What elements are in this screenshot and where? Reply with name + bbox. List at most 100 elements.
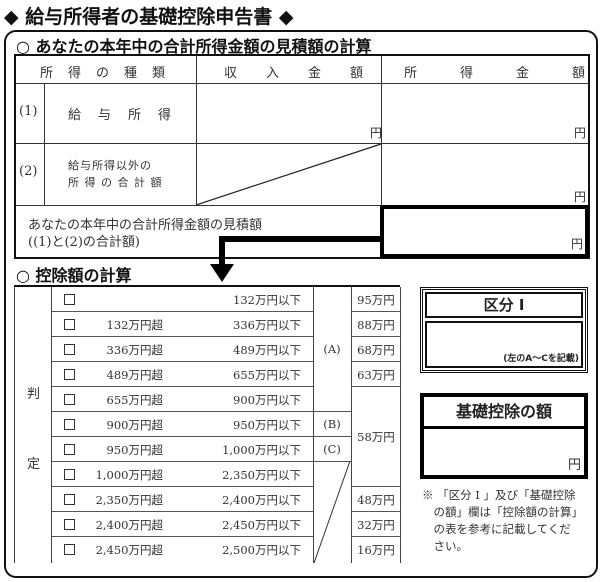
checkbox[interactable]: [64, 344, 75, 355]
category-a: (A): [323, 342, 341, 356]
category-b: (B): [323, 417, 341, 431]
range-row: 655万円超 900万円以下: [52, 387, 313, 412]
footnote: ※ 「区分 I 」及び「基礎控除 の額」欄は「控除額の計算」 の表を参考に記載し…: [422, 487, 592, 555]
judge-label-2: 定: [27, 457, 41, 472]
basic-deduction-heading: 基礎控除の額: [424, 397, 584, 429]
range-to: 1,000万円以下: [222, 443, 301, 457]
range-row: 1,000万円超 2,350万円以下: [52, 462, 313, 487]
header-income-amount: 収 入 金 額: [224, 66, 365, 81]
range-from: 1,000万円超: [95, 468, 163, 482]
deduction-table: 判 定 132万円以下 132万円超 336万円以下 336万円超 489万円以…: [14, 285, 401, 563]
divider: [313, 411, 351, 412]
category-box: 区分 I (左のA～Cを記載): [420, 287, 588, 373]
range-to: 489万円以下: [233, 343, 301, 357]
amount-16: 16万円: [357, 543, 395, 557]
total-label-line1: あなたの本年中の合計所得金額の見積額: [28, 218, 263, 233]
divider: [313, 461, 351, 462]
range-row: 489万円超 655万円以下: [52, 362, 313, 387]
divider: [381, 56, 382, 205]
divider: [16, 83, 588, 84]
header-income-type: 所 得 の 種 類: [40, 66, 167, 81]
divider: [400, 287, 401, 563]
row-1-earnings-unit: 円: [574, 126, 587, 140]
checkbox[interactable]: [64, 519, 75, 530]
basic-deduction-box: 基礎控除の額 円: [420, 393, 588, 479]
range-row: 336万円超 489万円以下: [52, 337, 313, 362]
amount-63: 63万円: [357, 368, 395, 382]
header-earnings-amount: 所 得 金 額: [404, 66, 587, 81]
checkbox[interactable]: [64, 544, 75, 555]
form-outer-frame: [4, 30, 598, 578]
range-from: 2,400万円超: [95, 518, 163, 532]
category-box-note: (左のA～Cを記載): [503, 354, 579, 364]
row-1-number: (1): [19, 104, 38, 119]
range-to: 900万円以下: [233, 393, 301, 407]
amount-32: 32万円: [357, 518, 395, 532]
footnote-line: ※ 「区分 I 」及び「基礎控除: [422, 488, 576, 502]
checkbox[interactable]: [64, 294, 75, 305]
footnote-line: の表を参考に記載してくだ: [422, 522, 571, 536]
checkbox[interactable]: [64, 444, 75, 455]
range-from: 489万円超: [106, 368, 163, 382]
footnote-line: さい。: [422, 539, 468, 553]
range-row: 132万円以下: [52, 287, 313, 312]
checkbox[interactable]: [64, 319, 75, 330]
amount-95: 95万円: [357, 293, 395, 307]
total-amount-unit: 円: [570, 237, 583, 251]
arrow-down-icon: [210, 236, 382, 282]
row-2-earnings-field[interactable]: [382, 144, 588, 205]
range-to: 132万円以下: [233, 293, 301, 307]
footnote-line: の額」欄は「控除額の計算」: [422, 505, 583, 519]
row-2-label-line2: 所 得 の 合 計 額: [68, 176, 163, 189]
diagonal-strike: [196, 143, 382, 206]
divider: [351, 311, 401, 312]
checkbox[interactable]: [64, 494, 75, 505]
divider: [16, 143, 588, 144]
divider: [16, 205, 382, 206]
amount-68: 68万円: [357, 343, 395, 357]
range-from: 336万円超: [106, 343, 163, 357]
section-income-heading: ○ あなたの本年中の合計所得金額の見積額の計算: [16, 37, 372, 56]
checkbox[interactable]: [64, 369, 75, 380]
judge-label-1: 判: [27, 387, 41, 402]
range-to: 2,350万円以下: [222, 468, 301, 482]
divider: [351, 287, 352, 563]
range-to: 336万円以下: [233, 318, 301, 332]
checkbox[interactable]: [64, 469, 75, 480]
amount-58: 58万円: [357, 430, 395, 444]
divider: [351, 536, 401, 537]
range-row: 900万円超 950万円以下: [52, 412, 313, 437]
row-2-label-line1: 給与所得以外の: [68, 159, 152, 172]
divider: [351, 361, 401, 362]
form-title: ◆ 給与所得者の基礎控除申告書 ◆: [4, 6, 294, 28]
divider: [351, 386, 401, 387]
checkbox[interactable]: [64, 394, 75, 405]
divider: [51, 287, 52, 563]
row-1-earnings-field[interactable]: [382, 84, 588, 143]
range-from: 2,450万円超: [95, 543, 163, 557]
income-table: 所 得 の 種 類 収 入 金 額 所 得 金 額 (1) 給 与 所 得 円 …: [14, 54, 590, 259]
divider: [351, 336, 401, 337]
row-1-income-field[interactable]: [197, 84, 381, 143]
divider: [196, 56, 197, 205]
range-from: 132万円超: [106, 318, 163, 332]
divider: [313, 287, 314, 563]
range-row: 2,400万円超 2,450万円以下: [52, 512, 313, 537]
range-from: 950万円超: [106, 443, 163, 457]
range-row: 2,350万円超 2,400万円以下: [52, 487, 313, 512]
checkbox[interactable]: [64, 419, 75, 430]
total-amount-field[interactable]: 円: [380, 205, 589, 258]
row-2-earnings-unit: 円: [574, 190, 587, 204]
range-from: 900万円超: [106, 418, 163, 432]
basic-deduction-unit: 円: [567, 458, 581, 473]
divider: [351, 486, 401, 487]
section-deduction-heading: ○ 控除額の計算: [16, 266, 132, 285]
range-row: 2,450万円超 2,500万円以下: [52, 537, 313, 562]
basic-deduction-field[interactable]: 円: [424, 432, 584, 475]
row-2-number: (2): [19, 164, 38, 179]
amount-48: 48万円: [357, 493, 395, 507]
category-input-field[interactable]: (左のA～Cを記載): [425, 321, 583, 368]
range-from: 2,350万円超: [95, 493, 163, 507]
amount-88: 88万円: [357, 318, 395, 332]
range-to: 2,450万円以下: [222, 518, 301, 532]
